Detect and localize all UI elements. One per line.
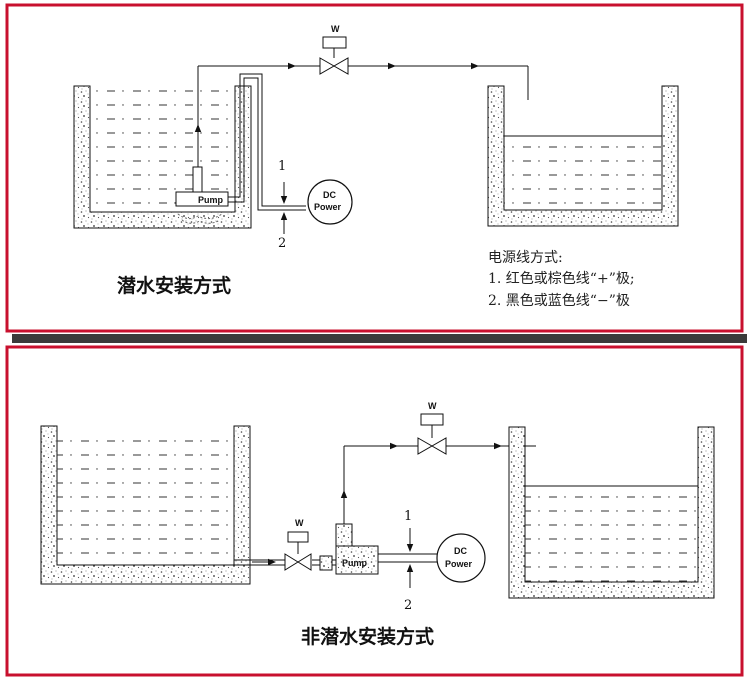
solenoid-valve-top-bottom: W <box>417 401 447 455</box>
left-tank-submersible <box>73 85 252 229</box>
caption-non-submersible: 非潜水安装方式 <box>301 625 434 648</box>
wiring-title: 电源线方式: <box>488 250 563 266</box>
power-cable-top <box>228 73 306 234</box>
pump-label-top: Pump <box>198 195 224 205</box>
svg-text:DC: DC <box>454 546 467 556</box>
top-panel-frame <box>5 3 744 333</box>
svg-text:W: W <box>428 401 437 411</box>
submerged-pump: Pump <box>175 166 229 224</box>
valve-label-top: W <box>331 24 340 34</box>
outlet-pipe-top <box>194 62 529 167</box>
wire-1-label-top: 1 <box>278 159 286 174</box>
svg-text:DC: DC <box>323 190 336 200</box>
wire-1-label-bottom: 1 <box>404 509 412 524</box>
left-tank-bottom <box>40 425 251 585</box>
svg-text:Pump: Pump <box>342 558 368 568</box>
caption-submersible: 潜水安装方式 <box>117 274 231 297</box>
right-tank-bottom <box>508 426 715 599</box>
solenoid-valve-inlet: W <box>284 518 312 571</box>
wire-2-label-top: 2 <box>278 236 286 251</box>
svg-text:Power: Power <box>445 559 473 569</box>
wiring-line-1: 1. 红色或棕色线“+”极; <box>488 270 635 287</box>
solenoid-valve-top: W <box>319 24 349 75</box>
outlet-pipe-bottom <box>340 442 536 524</box>
svg-text:W: W <box>295 518 304 528</box>
wiring-line-2: 2. 黑色或蓝色线“−”极 <box>488 292 630 309</box>
right-tank-top <box>487 85 679 227</box>
power-cable-bottom <box>378 528 438 588</box>
dc-power-top: DC Power <box>307 179 353 225</box>
panel-divider <box>12 334 747 343</box>
wire-2-label-bottom: 2 <box>404 598 412 613</box>
svg-text:Power: Power <box>314 202 342 212</box>
external-pump: Pump <box>319 523 379 575</box>
dc-power-bottom: DC Power <box>436 533 486 583</box>
bottom-panel-frame <box>5 345 744 677</box>
